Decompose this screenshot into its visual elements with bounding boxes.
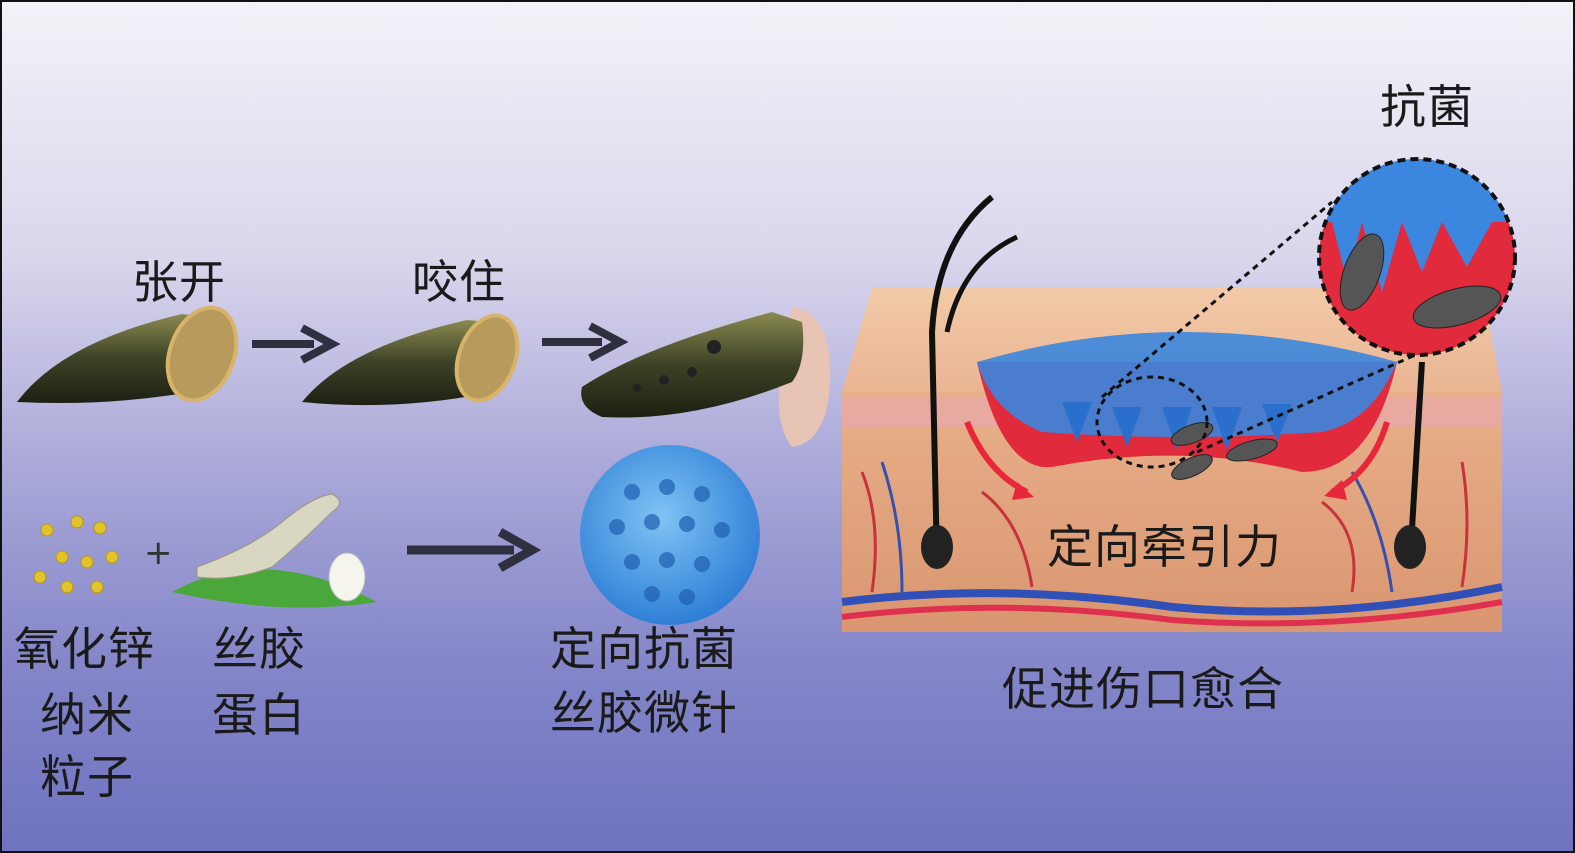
skin-model [841, 194, 1503, 632]
leech-attached [581, 307, 831, 447]
label-zno-2: 纳米 [40, 688, 134, 742]
antibacterial-magnified-view [1317, 157, 1517, 357]
zno-nanoparticles [33, 515, 119, 594]
label-antibacterial: 抗菌 [1380, 80, 1474, 134]
plus-icon: + [144, 533, 173, 573]
label-directional-traction: 定向牵引力 [1047, 520, 1282, 574]
arrow-icon [542, 322, 629, 362]
label-zno-3: 粒子 [40, 750, 134, 804]
label-microneedle-2: 丝胶微针 [550, 686, 738, 740]
label-microneedle-1: 定向抗菌 [550, 622, 738, 676]
arrow-icon [407, 528, 542, 572]
label-bite: 咬住 [412, 255, 506, 309]
leech-bite [302, 313, 520, 406]
silkworm-cocoon [172, 493, 377, 608]
label-sericin-2: 蛋白 [212, 688, 306, 742]
label-zno-1: 氧化锌 [14, 622, 155, 676]
label-wound-healing: 促进伤口愈合 [1002, 662, 1284, 716]
leech-open [17, 305, 239, 403]
microneedle-patch [580, 445, 760, 625]
label-open: 张开 [132, 255, 226, 309]
arrow-icon [252, 324, 341, 364]
label-sericin-1: 丝胶 [212, 622, 306, 676]
